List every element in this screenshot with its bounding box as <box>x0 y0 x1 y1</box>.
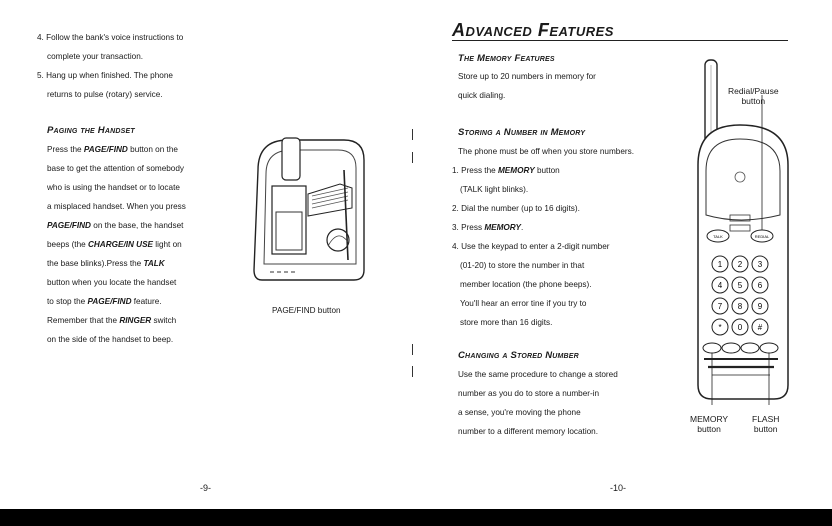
step-5-line-2: returns to pulse (rotary) service. <box>47 90 163 99</box>
binding-mark <box>412 344 413 355</box>
text: . <box>521 223 524 232</box>
text: FLASH <box>752 414 780 424</box>
memory-line-1: Store up to 20 numbers in memory for <box>458 72 596 81</box>
changing-line-1: Use the same procedure to change a store… <box>458 370 618 379</box>
base-unit-illustration <box>253 137 365 281</box>
key-7: 7 <box>718 302 723 311</box>
paging-line-11: on the side of the handset to beep. <box>47 335 174 344</box>
key-2: 2 <box>738 260 743 269</box>
text: light on <box>153 240 182 249</box>
paging-line-5: PAGE/FIND on the base, the handset <box>47 221 183 231</box>
scan-bottom-edge <box>0 509 832 526</box>
memory-term: MEMORY <box>497 166 535 175</box>
page-find-term: PAGE/FIND <box>47 221 91 230</box>
text: switch <box>151 316 177 325</box>
storing-step-4-line-5: store more than 16 digits. <box>460 318 553 327</box>
changing-heading: Changing a Stored Number <box>458 350 579 361</box>
text: feature. <box>131 297 162 306</box>
text: button <box>741 96 766 106</box>
text: button <box>753 424 778 434</box>
title-rule <box>452 40 788 41</box>
storing-step-4-line-4: You'll hear an error tine if you try to <box>460 299 587 308</box>
text: Redial/Pause <box>728 86 779 96</box>
binding-mark <box>412 366 413 377</box>
paging-line-3: who is using the handset or to locate <box>47 183 180 192</box>
paging-line-2: base to get the attention of somebody <box>47 164 185 173</box>
page-number-left: -9- <box>200 483 211 493</box>
talk-term: TALK <box>143 259 165 268</box>
step-4-line-1: 4. Follow the bank's voice instructions … <box>37 33 184 42</box>
memory-term: MEMORY <box>484 223 522 232</box>
paging-line-4: a misplaced handset. When you press <box>47 202 186 211</box>
paging-heading: Paging the Handset <box>47 125 135 136</box>
changing-line-2: number as you do to store a number-in <box>458 389 600 398</box>
key-9: 9 <box>758 302 763 311</box>
ringer-term: RINGER <box>119 316 152 325</box>
paging-line-10: Remember that the RINGER switch <box>47 316 176 326</box>
text: the base blinks).Press the <box>47 259 144 268</box>
key-8: 8 <box>738 302 743 311</box>
key-0: 0 <box>738 323 743 332</box>
key-1: 1 <box>718 260 723 269</box>
key-4: 4 <box>718 281 723 290</box>
text: beeps (the <box>47 240 88 249</box>
text: MEMORY <box>690 414 729 424</box>
text: 1. Press the <box>452 166 498 175</box>
storing-step-1-line-2: (TALK light blinks). <box>460 185 529 194</box>
storing-step-2: 2. Dial the number (up to 16 digits). <box>452 204 580 213</box>
paging-line-8: button when you locate the handset <box>47 278 177 287</box>
key-hash: # <box>758 323 763 332</box>
page-number-right: -10- <box>610 483 627 493</box>
binding-mark <box>412 129 413 140</box>
step-5-line-1: 5. Hang up when finished. The phone <box>37 71 173 80</box>
changing-line-3: a sense, you're moving the phone <box>458 408 581 417</box>
text: button <box>697 424 721 434</box>
key-star: * <box>718 323 721 332</box>
paging-line-7: the base blinks).Press the TALK <box>47 259 165 269</box>
key-6: 6 <box>758 281 763 290</box>
text: to stop the <box>47 297 88 306</box>
storing-step-4-line-3: member location (the phone beeps). <box>460 280 592 289</box>
page-title: Advanced Features <box>452 20 614 40</box>
page-find-term: PAGE/FIND <box>87 297 132 306</box>
key-3: 3 <box>758 260 763 269</box>
storing-heading: Storing a Number in Memory <box>458 127 586 138</box>
keypad: 1 2 3 4 5 6 7 8 9 * 0 # <box>711 255 769 336</box>
talk-button-label: TALK <box>713 234 723 239</box>
flash-button-label: FLASH button <box>752 414 779 434</box>
redial-pause-label: Redial/Pause button <box>728 86 779 106</box>
text: button <box>534 166 560 175</box>
handset-illustration: TALK REDIAL 1 2 3 4 5 6 7 8 9 * 0 # <box>697 59 789 405</box>
text: Remember that the <box>47 316 120 325</box>
changing-line-4: number to a different memory location. <box>458 427 599 436</box>
memory-line-2: quick dialing. <box>458 91 506 100</box>
storing-step-4-line-2: (01-20) to store the number in that <box>460 261 585 270</box>
redial-button-label: REDIAL <box>755 234 770 239</box>
paging-line-9: to stop the PAGE/FIND feature. <box>47 297 162 307</box>
binding-mark <box>412 152 413 163</box>
charge-in-use-term: CHARGE/IN USE <box>87 240 154 249</box>
text: button on the <box>127 145 178 154</box>
storing-intro: The phone must be off when you store num… <box>458 147 634 156</box>
key-5: 5 <box>738 281 743 290</box>
text: Press the <box>47 145 84 154</box>
text: 3. Press <box>452 223 485 232</box>
paging-line-6: beeps (the CHARGE/IN USE light on <box>47 240 182 250</box>
text: on the base, the handset <box>90 221 184 230</box>
storing-step-4-line-1: 4. Use the keypad to enter a 2-digit num… <box>452 242 610 251</box>
storing-step-3: 3. Press MEMORY. <box>452 223 523 233</box>
page-find-term: PAGE/FIND <box>83 145 128 154</box>
storing-step-1: 1. Press the MEMORY button <box>452 166 560 176</box>
step-4-line-2: complete your transaction. <box>47 52 144 61</box>
paging-line-1: Press the PAGE/FIND button on the <box>47 145 178 155</box>
memory-button-label: MEMORY button <box>690 414 728 434</box>
memory-heading: The Memory Features <box>458 53 555 64</box>
page-find-caption: PAGE/FIND button <box>272 306 341 315</box>
